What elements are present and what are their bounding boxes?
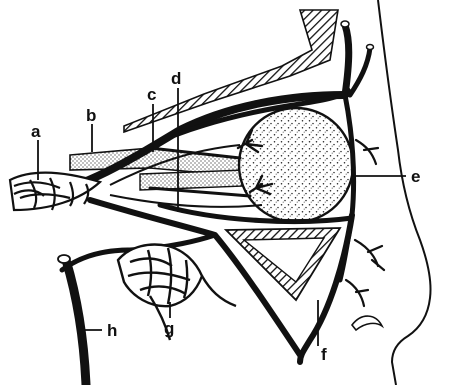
vein-to-nerve-lower <box>150 188 250 196</box>
label-e: e <box>411 167 420 186</box>
face-profile-outline <box>378 0 431 385</box>
label-f: f <box>321 345 327 364</box>
supraorbital-vein <box>350 48 370 95</box>
muscle-cone-lower <box>110 195 262 207</box>
label-d: d <box>171 69 181 88</box>
angular-vein-cut-end <box>341 21 349 27</box>
nostril-outline <box>352 316 382 330</box>
cavernous-sinus-mesh <box>10 173 100 210</box>
label-b: b <box>86 106 96 125</box>
label-h: h <box>107 321 117 340</box>
supraorbital-vein-cut-end <box>367 45 374 50</box>
pterygoid-plexus-mesh <box>118 245 236 340</box>
label-c: c <box>147 85 156 104</box>
angular-vein <box>345 25 349 95</box>
label-g: g <box>164 319 174 338</box>
external-jugular-vein <box>66 260 86 385</box>
label-a: a <box>31 122 41 141</box>
jugular-vein-cut-end <box>58 255 70 263</box>
